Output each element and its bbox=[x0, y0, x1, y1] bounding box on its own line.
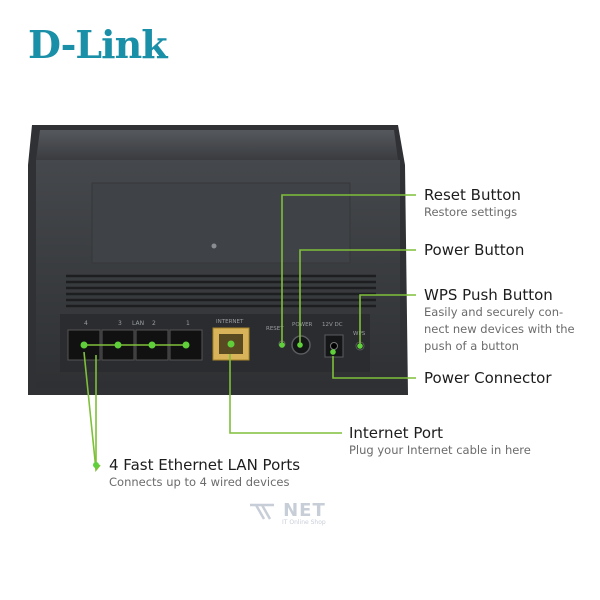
lan-callout-title: 4 Fast Ethernet LAN Ports bbox=[109, 456, 301, 474]
power-button-callout: Power Button bbox=[424, 241, 524, 259]
power-connector-callout-line bbox=[332, 356, 416, 379]
power-label: POWER bbox=[292, 322, 313, 328]
watermark: NET IT Online Shop bbox=[248, 500, 326, 526]
lan-callout-subtitle: Connects up to 4 wired devices bbox=[109, 475, 290, 489]
reset-callout-title: Reset Button bbox=[424, 186, 521, 204]
power-connector-callout: Power Connector bbox=[424, 369, 552, 387]
lan-number-4: 4 bbox=[84, 320, 88, 327]
wps-callout-subtitle-line-2: nect new devices with the bbox=[424, 322, 575, 336]
wps-callout-title: WPS Push Button bbox=[424, 286, 553, 304]
vent-grille bbox=[66, 274, 376, 308]
lan-number-2: 2 bbox=[152, 320, 156, 327]
lan-label: LAN bbox=[132, 320, 144, 327]
power-connector-pin bbox=[330, 342, 338, 350]
dc-label: 12V DC bbox=[322, 322, 343, 328]
power-indicator-dot bbox=[297, 342, 303, 348]
watermark-logo-icon bbox=[250, 503, 274, 520]
reset-indicator-dot bbox=[279, 342, 285, 348]
internet-port-label: INTERNET bbox=[216, 319, 244, 325]
reset-callout-line bbox=[281, 194, 416, 345]
lan-number-3: 3 bbox=[118, 320, 122, 327]
power-connector-callout-title: Power Connector bbox=[424, 369, 552, 387]
reset-label: RESET bbox=[266, 326, 284, 332]
watermark-tagline: IT Online Shop bbox=[282, 518, 326, 526]
dlink-logo: D-Link bbox=[28, 22, 168, 67]
power-button-callout-title: Power Button bbox=[424, 241, 525, 259]
internet-callout-line bbox=[229, 354, 342, 434]
internet-callout-subtitle: Plug your Internet cable in here bbox=[349, 443, 531, 457]
power-button-callout-line bbox=[299, 249, 416, 345]
wps-indicator-dot bbox=[357, 343, 363, 349]
lan-port-indicators bbox=[80, 341, 190, 349]
internet-callout-title: Internet Port bbox=[349, 424, 444, 442]
dc-indicator-dot bbox=[330, 349, 336, 355]
router-top bbox=[36, 130, 398, 160]
watermark-text: NET bbox=[283, 500, 326, 521]
reset-callout: Reset Button Restore settings bbox=[424, 186, 521, 221]
reset-callout-subtitle: Restore settings bbox=[424, 205, 518, 219]
wps-callout-subtitle-line-1: Easily and securely con- bbox=[424, 305, 564, 319]
screw-hole bbox=[211, 243, 217, 249]
wps-callout-subtitle-line-3: push of a button bbox=[424, 339, 519, 353]
wps-callout: WPS Push Button Easily and securely con-… bbox=[424, 286, 575, 355]
lan-callout-line bbox=[83, 351, 101, 473]
callout-lines bbox=[83, 194, 416, 473]
lan-number-1: 1 bbox=[186, 320, 190, 327]
internet-callout: Internet Port Plug your Internet cable i… bbox=[349, 424, 531, 459]
lan-callout: 4 Fast Ethernet LAN Ports Connects up to… bbox=[109, 456, 300, 491]
lan-callout-end-dot bbox=[93, 462, 99, 468]
internet-indicator-dot bbox=[227, 340, 235, 348]
wps-callout-line bbox=[359, 294, 416, 346]
